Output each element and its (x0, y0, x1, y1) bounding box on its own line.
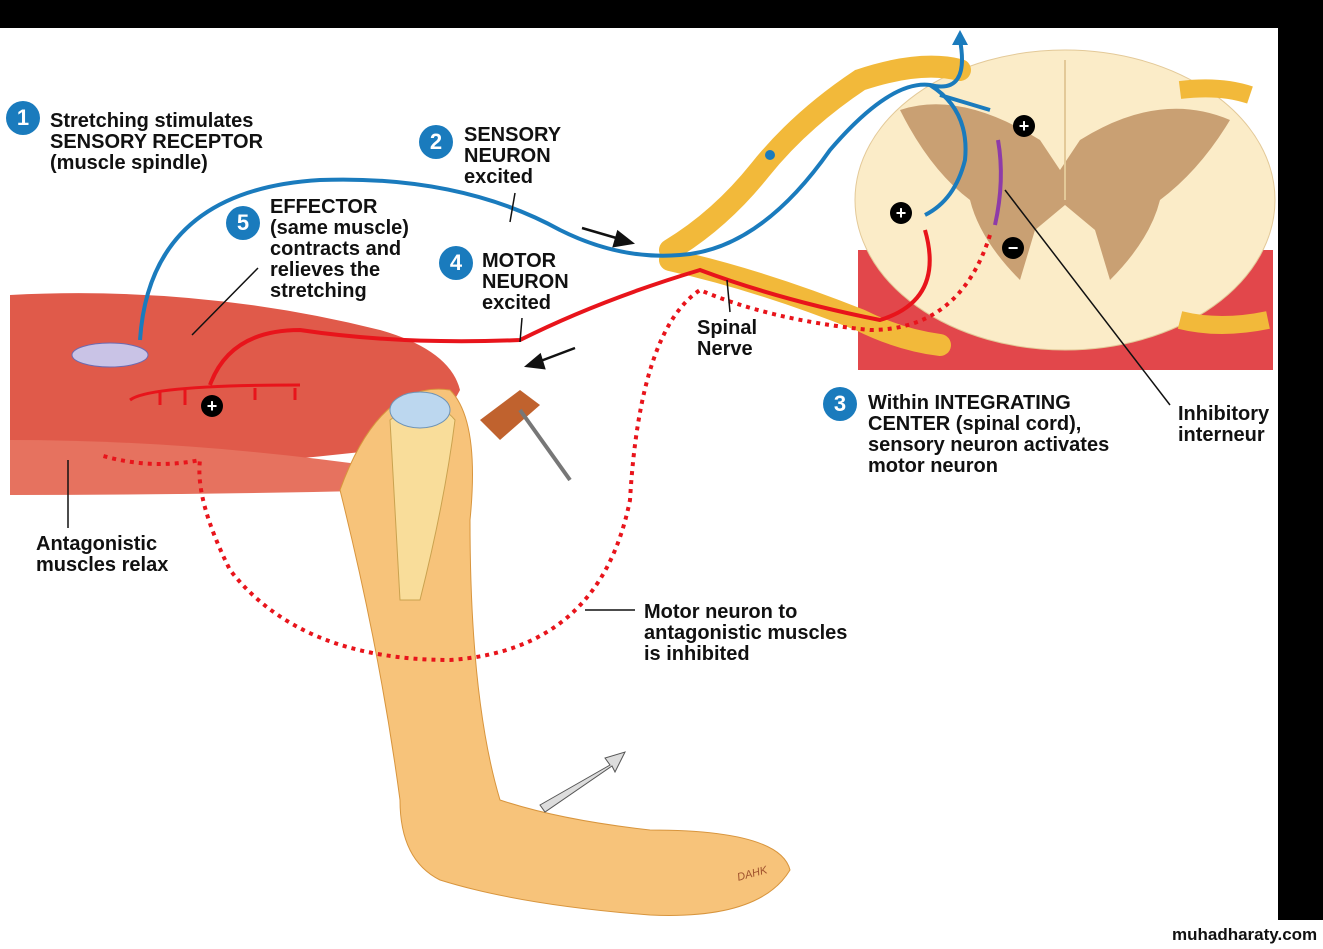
step-2-label: SENSORY NEURON excited (464, 124, 562, 188)
inhibitory-interneuron (993, 139, 1003, 226)
top-black-bar (0, 0, 1323, 28)
lower-leg (339, 388, 791, 916)
step-4-badge: 4 (439, 246, 473, 280)
motor-end-plates (129, 383, 301, 405)
step-5-badge: 5 (226, 206, 260, 240)
patella (389, 391, 451, 429)
inhibited-motor-neuron-path (99, 234, 992, 663)
neuromuscular-plus-icon: + (201, 395, 223, 417)
step-3-label: Within INTEGRATING CENTER (spinal cord),… (868, 392, 1110, 477)
inhibitory-interneuron-label: Inhibitory interneur (1178, 404, 1270, 446)
motor-inhibited-label: Motor neuron to antagonistic muscles is … (644, 601, 848, 665)
antagonistic-muscle (10, 440, 400, 495)
antagonistic-muscles-label: Antagonistic muscles relax (36, 533, 169, 576)
step-1-label: Stretching stimulates SENSORY RECEPTOR (… (50, 110, 264, 174)
reflex-hammer (480, 390, 540, 440)
excitatory-synapse-plus-icon: + (890, 202, 912, 224)
ascending-arrow-icon (952, 30, 968, 45)
right-black-bar (1278, 28, 1323, 920)
pointer-lines (67, 189, 1171, 611)
muscle-spindle (71, 342, 149, 368)
excitatory-synapse-plus-icon: + (1013, 115, 1035, 137)
step-4-label: MOTOR NEURON excited (482, 250, 569, 314)
watermark: muhadharaty.com (1172, 925, 1318, 944)
direction-arrows (523, 226, 635, 370)
right-nerve-roots (1177, 79, 1270, 334)
spinal-nerve-label: Spinal Nerve (697, 317, 758, 360)
step-1-badge: 1 (6, 101, 40, 135)
inhibitory-synapse-minus-icon: − (1002, 237, 1024, 259)
sensory-neuron-path (138, 39, 964, 341)
leg-kick-arrow-icon (539, 751, 626, 813)
motor-neuron-path (208, 229, 932, 386)
step-2-badge: 2 (419, 125, 453, 159)
step-3-badge: 3 (823, 387, 857, 421)
step-5-label: EFFECTOR (same muscle) contracts and rel… (270, 196, 409, 302)
